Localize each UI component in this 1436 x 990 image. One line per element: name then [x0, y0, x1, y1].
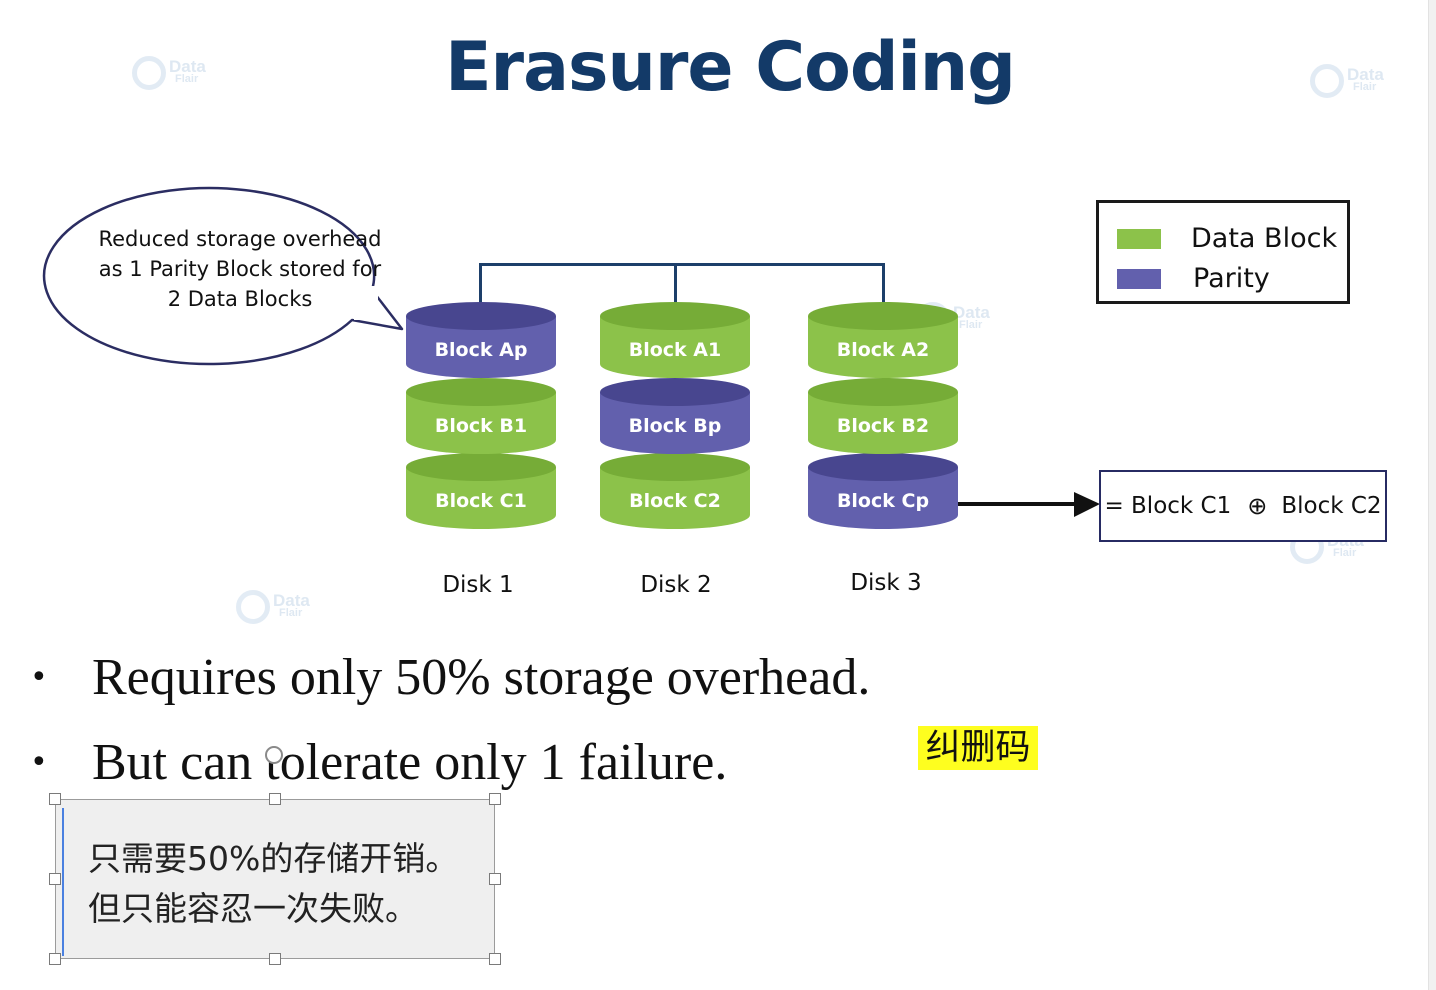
resize-handle-bottom-left[interactable] [49, 953, 61, 965]
callout-line: 2 Data Blocks [167, 287, 313, 311]
block-label: Block Bp [629, 415, 722, 437]
watermark-text-bottom: Flair [175, 73, 199, 85]
disk-block-parity: Block Ap [406, 302, 556, 378]
disk-block-parity: Block Bp [600, 378, 750, 454]
arrow [958, 492, 1100, 517]
bullet-text: Requires only 50% storage overhead. [92, 649, 871, 706]
legend-label-parity: Parity [1193, 263, 1270, 294]
page-title: Erasure Coding [445, 28, 1016, 107]
watermark-text-bottom: Flair [1333, 547, 1357, 559]
formula-prefix: = Block C1 [1104, 493, 1232, 519]
block-label: Block Ap [435, 339, 528, 361]
watermark-text-bottom: Flair [1353, 81, 1377, 93]
textbox-line: 但只能容忍一次失败。 [88, 889, 418, 928]
bullet-icon: • [30, 745, 48, 780]
block-label: Block A1 [629, 339, 722, 361]
resize-handle-top-right[interactable] [489, 793, 501, 805]
watermark-text-top: Data [273, 591, 310, 610]
bullet-icon: • [30, 660, 48, 695]
rotate-handle-icon[interactable] [265, 746, 283, 764]
legend-swatch-parity [1117, 268, 1161, 289]
resize-handle-right[interactable] [489, 873, 501, 885]
watermark-icon [132, 56, 166, 90]
disk-label: Disk 1 [442, 572, 514, 598]
block-label: Block B1 [435, 415, 527, 437]
highlighted-annotation: 纠删码 [918, 726, 1038, 770]
disk-block-data: Block B1 [406, 378, 556, 454]
legend-label-data: Data Block [1191, 223, 1338, 254]
block-label: Block Cp [837, 490, 929, 512]
xor-icon: ⊕ [1247, 492, 1268, 520]
disk-label: Disk 3 [850, 570, 922, 596]
connector-bus [479, 263, 885, 266]
text-cursor [62, 808, 64, 956]
resize-handle-left[interactable] [49, 873, 61, 885]
block-label: Block C1 [435, 490, 527, 512]
formula-box: = Block C1 ⊕ Block C2 [1099, 470, 1387, 542]
disk-block-data: Block A1 [600, 302, 750, 378]
selected-text-box[interactable]: 只需要50%的存储开销。 但只能容忍一次失败。 [55, 799, 495, 959]
formula-suffix: Block C2 [1281, 493, 1382, 519]
resize-handle-bottom[interactable] [269, 953, 281, 965]
textbox-line: 只需要50%的存储开销。 [88, 839, 459, 878]
watermark-text-top: Data [169, 57, 206, 76]
disk-block-data: Block A2 [808, 302, 958, 378]
block-label: Block A2 [837, 339, 930, 361]
block-label: Block C2 [629, 490, 721, 512]
watermark-text-bottom: Flair [959, 319, 983, 331]
resize-handle-top[interactable] [269, 793, 281, 805]
callout-text: Reduced storage overhead as 1 Parity Blo… [84, 224, 396, 314]
callout-line: Reduced storage overhead [98, 227, 382, 251]
watermark-icon [1310, 64, 1344, 98]
connector-drop [882, 263, 885, 309]
disk-block-parity: Block Cp [808, 453, 958, 529]
legend-item-data: Data Block [1117, 223, 1337, 254]
watermark-text-top: Data [953, 303, 990, 322]
resize-handle-top-left[interactable] [49, 793, 61, 805]
block-label: Block B2 [837, 415, 929, 437]
watermark-text-top: Data [1347, 65, 1384, 84]
connector-drop [674, 263, 677, 309]
disk-block-data: Block C2 [600, 453, 750, 529]
legend-item-parity: Parity [1117, 263, 1270, 294]
disk-block-data: Block B2 [808, 378, 958, 454]
legend-swatch-data [1117, 228, 1161, 249]
watermark-icon [236, 590, 270, 624]
disk-block-data: Block C1 [406, 453, 556, 529]
watermark-text-bottom: Flair [279, 607, 303, 619]
connector-drop [479, 263, 482, 309]
disk-label: Disk 2 [640, 572, 712, 598]
legend: Data Block Parity [1096, 200, 1350, 304]
bullet-text: But can tolerate only 1 failure. [92, 734, 728, 791]
callout-line: as 1 Parity Block stored for [98, 257, 382, 281]
resize-handle-bottom-right[interactable] [489, 953, 501, 965]
window-right-edge [1428, 0, 1436, 990]
